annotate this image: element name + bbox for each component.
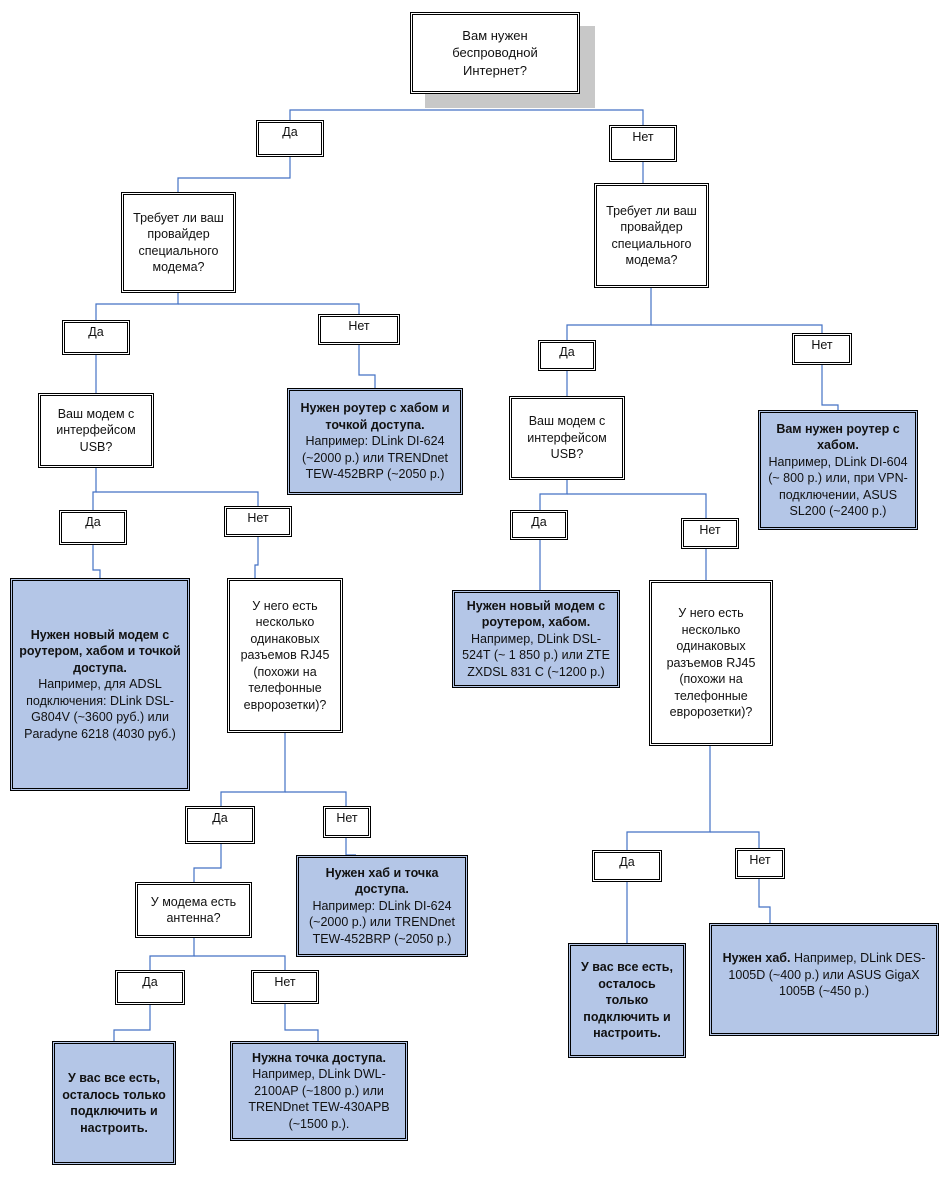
answer-hub-ap-text: Например: DLink DI-624 (~2000 р.) или TR… <box>309 898 455 946</box>
antenna-question: У модема есть антенна? <box>135 882 252 938</box>
yes-label-4-left: Да <box>185 806 255 844</box>
no-label-3-left: Нет <box>224 506 292 537</box>
answer-ap: Нужна точка доступа. Например, DLink DWL… <box>230 1041 408 1141</box>
yes-label-4-right: Да <box>592 850 662 882</box>
no-label-1: Нет <box>609 125 677 162</box>
answer-all-set-left: У вас все есть, осталось только подключи… <box>52 1041 176 1165</box>
no-label-2-left: Нет <box>318 314 400 345</box>
left-usb-question: Ваш модем с интерфейсом USB? <box>38 393 154 468</box>
right-rj45-question: У него есть несколько одинаковых разъемо… <box>649 580 773 746</box>
answer-all-set-right: У вас все есть, осталось только подключи… <box>568 943 686 1058</box>
answer-ap-text: Например, DLink DWL-2100AP (~1800 р.) ил… <box>248 1067 390 1131</box>
no-label-3-right: Нет <box>681 518 739 549</box>
right-usb-question: Ваш модем с интерфейсом USB? <box>509 396 625 480</box>
left-rj45-question: У него есть несколько одинаковых разъемо… <box>227 578 343 733</box>
yes-label-1: Да <box>256 120 324 157</box>
answer-ap-title: Нужна точка доступа. <box>252 1050 386 1065</box>
root-question: Вам нужен беспроводной Интернет? <box>410 12 580 94</box>
no-label-5: Нет <box>251 970 319 1004</box>
answer-hub-text: Например, DLink DES-1005D (~400 р.) или … <box>728 951 926 998</box>
no-label-4-right: Нет <box>735 848 785 879</box>
answer-all-set-left-text: У вас все есть, осталось только подключи… <box>62 1071 166 1135</box>
answer-router-hub-ap-title: Нужен роутер с хабом и точкой доступа. <box>300 401 450 432</box>
no-label-4-left: Нет <box>323 806 371 838</box>
answer-router-hub-text: Например, DLink DI-604 (~ 800 р.) или, п… <box>768 454 908 519</box>
answer-router-hub-title: Вам нужен роутер с хабом. <box>776 421 900 453</box>
yes-label-2-right: Да <box>538 340 596 371</box>
answer-new-modem-hub-text: Например, DLink DSL-524T (~ 1 850 р.) ил… <box>462 631 610 679</box>
yes-label-3-right: Да <box>510 510 568 540</box>
answer-router-hub: Вам нужен роутер с хабом. Например, DLin… <box>758 410 918 530</box>
answer-hub-ap-title: Нужен хаб и точка доступа. <box>325 865 439 897</box>
answer-hub: Нужен хаб. Например, DLink DES-1005D (~4… <box>709 923 939 1036</box>
right-modem-question: Требует ли ваш провайдер специального мо… <box>594 183 709 288</box>
answer-hub-title: Нужен хаб. <box>722 951 791 965</box>
answer-new-modem-full-title: Нужен новый модем с роутером, хабом и то… <box>19 627 181 675</box>
left-modem-question: Требует ли ваш провайдер специального мо… <box>121 192 236 293</box>
answer-all-set-right-text: У вас все есть, осталось только подключи… <box>581 960 673 1041</box>
answer-router-hub-ap-text: Например: DLink DI-624 (~2000 р.) или TR… <box>302 434 448 482</box>
answer-router-hub-ap: Нужен роутер с хабом и точкой доступа. Н… <box>287 388 463 495</box>
no-label-2-right: Нет <box>792 333 852 365</box>
yes-label-5: Да <box>115 970 185 1005</box>
yes-label-3-left: Да <box>59 510 127 545</box>
answer-new-modem-full-text: Например, для ADSL подключения: DLink DS… <box>24 677 176 741</box>
answer-new-modem-hub-title: Нужен новый модем с роутером, хабом. <box>466 598 606 630</box>
yes-label-2-left: Да <box>62 320 130 355</box>
answer-new-modem-full: Нужен новый модем с роутером, хабом и то… <box>10 578 190 791</box>
answer-hub-ap: Нужен хаб и точка доступа. Например: DLi… <box>296 855 468 957</box>
answer-new-modem-hub: Нужен новый модем с роутером, хабом. Нап… <box>452 590 620 688</box>
